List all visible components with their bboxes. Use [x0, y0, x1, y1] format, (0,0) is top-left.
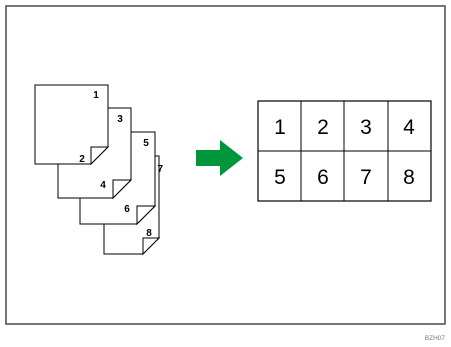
- page-number-front: 3: [117, 114, 123, 125]
- grid-cell-number: 5: [274, 166, 286, 189]
- page-number-back: 4: [100, 180, 106, 191]
- page-number-back: 2: [79, 154, 85, 165]
- grid-cell-number: 6: [317, 166, 329, 189]
- grid-cell-number: 1: [274, 116, 286, 139]
- page-number-back: 6: [124, 204, 130, 215]
- combined-output-grid: 1 2 3 4 5 6 7 8: [257, 100, 432, 202]
- page-number-front: 7: [157, 164, 163, 175]
- grid-cell-number: 7: [360, 166, 372, 189]
- original-sheet-1: 1 2: [34, 84, 110, 166]
- page-number-back: 8: [146, 228, 152, 239]
- grid-cell-number: 8: [403, 166, 415, 189]
- figure-code: BZH07: [425, 335, 446, 342]
- grid-cell-number: 4: [403, 116, 415, 139]
- page-number-front: 1: [93, 90, 99, 101]
- page-number-front: 5: [143, 138, 149, 149]
- grid-cell-number: 3: [360, 116, 372, 139]
- right-arrow-icon: [196, 140, 243, 176]
- grid-cell-number: 2: [317, 116, 329, 139]
